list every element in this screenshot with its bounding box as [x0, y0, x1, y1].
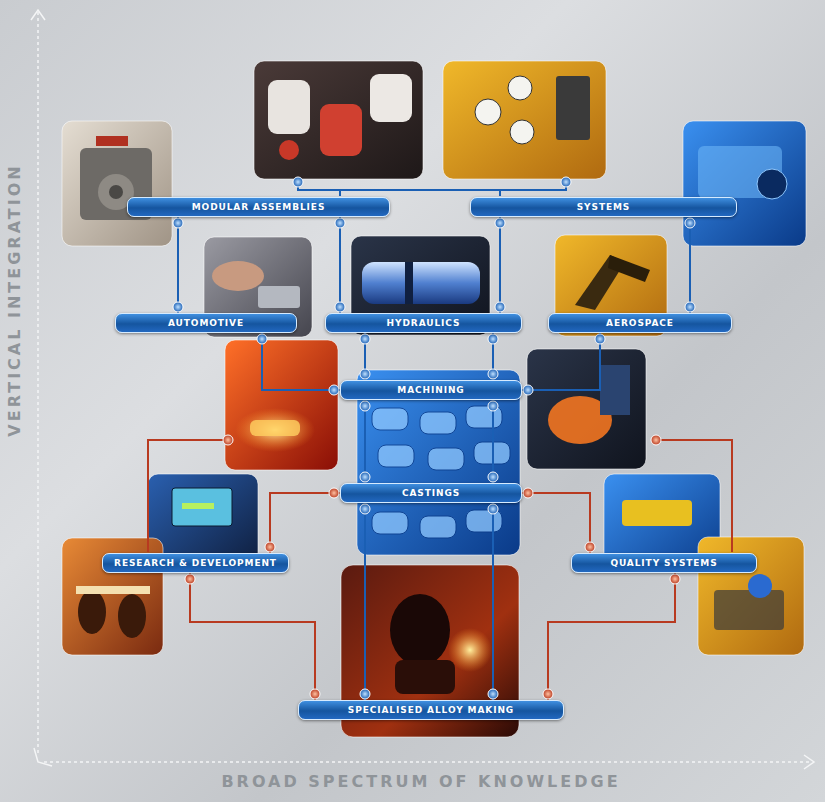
connector-line	[270, 493, 340, 553]
category-bar: AUTOMOTIVE	[115, 313, 297, 333]
bar-label: RESEARCH & DEVELOPMENT	[114, 558, 277, 568]
category-bar: HYDRAULICS	[325, 313, 522, 333]
connector-line	[548, 573, 675, 700]
category-bar: AEROSPACE	[548, 313, 732, 333]
connector-line	[364, 333, 366, 380]
category-bar: RESEARCH & DEVELOPMENT	[102, 553, 289, 573]
bar-label: SYSTEMS	[577, 202, 631, 212]
category-bar: SYSTEMS	[470, 197, 737, 217]
bar-label: CASTINGS	[402, 488, 460, 498]
category-bar: QUALITY SYSTEMS	[571, 553, 757, 573]
axis-label: BROAD SPECTRUM OF KNOWLEDGE	[221, 772, 620, 791]
bar-label: MODULAR ASSEMBLIES	[192, 202, 326, 212]
bar-label: AUTOMOTIVE	[168, 318, 244, 328]
connector-line	[689, 217, 691, 313]
category-bar: CASTINGS	[340, 483, 522, 503]
axis-label: VERTICAL INTEGRATION	[5, 163, 24, 436]
category-bar: MACHINING	[340, 380, 522, 400]
connector-line	[492, 400, 494, 483]
connector-line	[522, 333, 600, 390]
connector-line	[339, 217, 341, 313]
connector-line	[492, 503, 494, 700]
connector-line	[364, 400, 366, 483]
connector-line	[177, 217, 179, 313]
connector-line	[262, 333, 340, 390]
connector-line	[522, 493, 590, 553]
connector-line	[364, 503, 366, 700]
category-bar: SPECIALISED ALLOY MAKING	[298, 700, 564, 720]
connector-line	[190, 573, 315, 700]
bar-label: QUALITY SYSTEMS	[610, 558, 717, 568]
bar-label: HYDRAULICS	[387, 318, 461, 328]
bar-label: MACHINING	[397, 385, 464, 395]
category-bar: MODULAR ASSEMBLIES	[127, 197, 390, 217]
bar-label: SPECIALISED ALLOY MAKING	[348, 705, 514, 715]
connector-line	[499, 217, 501, 313]
bar-label: AEROSPACE	[606, 318, 674, 328]
connector-line	[492, 333, 494, 380]
